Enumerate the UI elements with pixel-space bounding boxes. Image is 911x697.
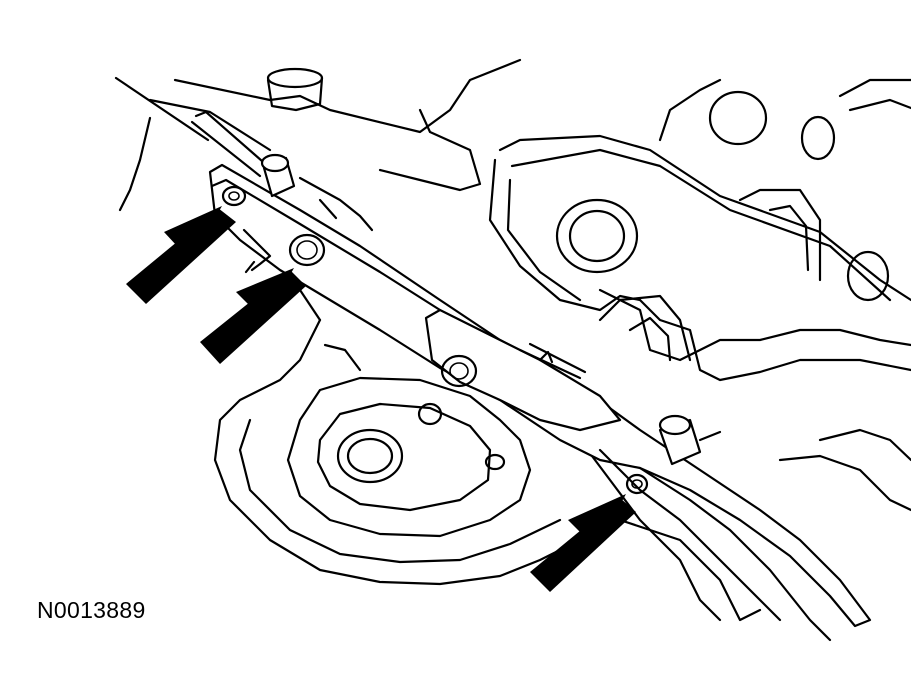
bracket-pin-upper-lower bbox=[190, 120, 262, 178]
panel-edge-inner bbox=[148, 98, 272, 152]
panel-flange-inner bbox=[510, 148, 892, 302]
panel-corner-lower bbox=[818, 428, 911, 462]
background-panel bbox=[114, 58, 911, 512]
mount-left-edge bbox=[118, 116, 152, 212]
bracket-rivet bbox=[538, 350, 554, 364]
panel-tab-right-inner bbox=[768, 204, 810, 272]
bracket-clip-tip bbox=[244, 260, 256, 274]
bracket-bolt-right bbox=[625, 473, 649, 495]
arrow-bolt-upper-left-shaft bbox=[126, 208, 236, 304]
panel-corner-lower-inner bbox=[778, 454, 911, 512]
mount-hole-large-inner bbox=[346, 437, 394, 475]
bracket-clip bbox=[242, 228, 272, 272]
bracket-bolt-right-center bbox=[631, 479, 643, 489]
bracket-spacer-lower-web bbox=[698, 430, 722, 442]
panel-edge-upper bbox=[114, 76, 210, 142]
arrow-bolt-right-shaft bbox=[530, 498, 636, 592]
panel-opening-large bbox=[555, 198, 639, 274]
mount-hole-large bbox=[336, 428, 404, 484]
mount-hole-tiny bbox=[484, 453, 506, 471]
panel-lower-rim bbox=[598, 288, 911, 362]
arrow-hole-upper-shaft bbox=[200, 270, 306, 364]
mount-pad-inner bbox=[316, 402, 492, 512]
bracket-bolt-upper-left bbox=[221, 185, 247, 207]
bracket-rod bbox=[518, 348, 582, 380]
bracket-hole-upper-inner bbox=[296, 240, 318, 260]
arrow-bolt-right bbox=[568, 494, 626, 548]
boss-upper-left bbox=[266, 76, 324, 112]
mount-right-flange-inner bbox=[618, 518, 762, 622]
panel-lower-rim-inner bbox=[638, 298, 911, 382]
bracket-spacer-web bbox=[318, 198, 338, 220]
panel-opening-slot bbox=[800, 115, 836, 161]
panel-left-edge bbox=[488, 158, 642, 312]
panel-tab-lower-inner bbox=[628, 316, 672, 362]
panel-opening-right bbox=[846, 250, 890, 302]
bracket-boss-plate bbox=[424, 308, 622, 432]
bracket bbox=[190, 110, 872, 642]
mount-pad bbox=[286, 376, 532, 538]
mount-hole-small bbox=[417, 402, 443, 426]
bracket-hole-middle bbox=[440, 354, 478, 388]
mount-fillet bbox=[323, 343, 362, 372]
panel-tab-right bbox=[738, 188, 822, 282]
bracket-hole-upper bbox=[288, 233, 326, 267]
arrow-hole-upper bbox=[236, 268, 294, 320]
panel-left-edge-inner bbox=[506, 178, 582, 302]
callout-arrows bbox=[126, 206, 636, 592]
bracket-strap-tail-outer bbox=[638, 466, 832, 642]
mount-outer-contour-inner bbox=[238, 418, 562, 564]
panel-opening-large-inner bbox=[568, 209, 626, 263]
bracket-spacer-upper-top bbox=[260, 153, 290, 173]
bracket-pin-upper bbox=[194, 110, 272, 170]
panel-opening-upper bbox=[708, 90, 768, 146]
bracket-spacer-lower-top bbox=[658, 414, 692, 436]
bracket-rod-upper bbox=[528, 342, 587, 374]
bracket-strap-bend bbox=[210, 178, 442, 312]
panel-flange-outer bbox=[498, 134, 911, 302]
mount-corner bbox=[298, 288, 322, 322]
panel-recess bbox=[378, 108, 482, 192]
mount-outer-contour bbox=[213, 318, 602, 586]
panel-corner-upper-inner bbox=[848, 98, 911, 112]
figure-code: N0013889 bbox=[37, 597, 146, 623]
arrow-bolt-upper-left bbox=[164, 206, 222, 260]
bracket-spacer-shoulder bbox=[298, 176, 374, 232]
bracket-strap-tail bbox=[598, 448, 782, 622]
panel-top-contour bbox=[173, 58, 522, 134]
bracket-bolt-upper-left-center bbox=[228, 191, 240, 201]
boss-upper-left-top bbox=[266, 67, 324, 89]
bracket-hole-middle-inner bbox=[449, 362, 469, 380]
panel-tab-lower bbox=[598, 294, 692, 362]
panel-rib bbox=[658, 78, 722, 142]
panel-corner-upper bbox=[838, 78, 911, 98]
